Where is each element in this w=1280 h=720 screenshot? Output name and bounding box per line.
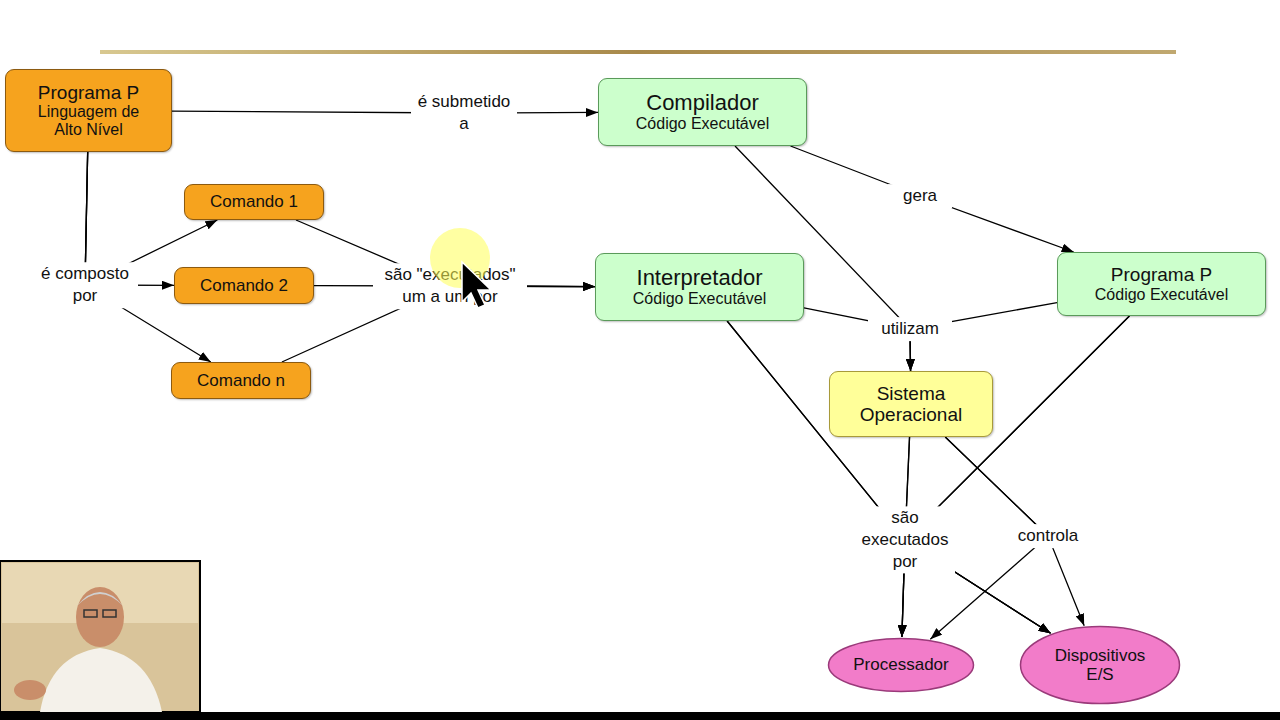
node-title: Comando 2 bbox=[200, 276, 288, 295]
linking-phrase: é submetido a bbox=[411, 90, 517, 136]
io-devices-ellipse: Dispositivos E/S bbox=[1019, 625, 1181, 705]
connector-arrow bbox=[902, 316, 1130, 637]
node-title: Interpretador bbox=[637, 266, 763, 291]
linking-phrase: controla bbox=[1006, 524, 1090, 548]
node-subtitle: Código Executável bbox=[1095, 286, 1228, 304]
node-title: Comando 1 bbox=[210, 192, 298, 211]
ellipse-shape bbox=[829, 639, 974, 692]
connector-arrow bbox=[905, 316, 1129, 633]
node-title: Programa P bbox=[38, 82, 139, 103]
linking-phrase: utilizam bbox=[868, 317, 952, 341]
linking-phrase: é composto por bbox=[32, 262, 138, 308]
node-title: Programa P bbox=[1111, 264, 1212, 285]
executable-program-box: Programa PCódigo Executável bbox=[1057, 252, 1266, 316]
node-subtitle: Código Executável bbox=[636, 115, 769, 133]
operating-system-box: Sistema Operacional bbox=[829, 371, 993, 437]
connector-arrow bbox=[172, 111, 598, 113]
source-program-box: Programa PLinguagem de Alto Nível bbox=[5, 69, 172, 152]
connector-arrow bbox=[727, 321, 1050, 633]
node-title: Dispositivos E/S bbox=[1045, 646, 1155, 684]
node-title: Sistema Operacional bbox=[844, 383, 979, 426]
node-subtitle: Linguagem de Alto Nível bbox=[24, 103, 154, 139]
node-title: Comando n bbox=[197, 371, 285, 390]
node-title: Compilador bbox=[646, 91, 759, 116]
presenter-video bbox=[0, 561, 200, 712]
linking-phrase: são "executados" um a um por bbox=[373, 263, 527, 309]
bottom-bar bbox=[0, 712, 1280, 720]
node-title: Processador bbox=[853, 655, 948, 674]
node-subtitle: Código Executável bbox=[633, 290, 766, 308]
processor-ellipse: Processador bbox=[827, 637, 975, 693]
compiler-box: CompiladorCódigo Executável bbox=[598, 78, 807, 146]
ellipse-shape bbox=[1021, 627, 1180, 704]
linking-phrase: gera bbox=[888, 184, 952, 208]
command-box: Comando 2 bbox=[174, 267, 314, 304]
connector-arrow bbox=[791, 146, 1074, 252]
interpreter-box: InterpretadorCódigo Executável bbox=[595, 253, 804, 321]
linking-phrase: são executados por bbox=[855, 506, 955, 573]
command-box: Comando 1 bbox=[184, 184, 324, 220]
title-rule bbox=[100, 50, 1176, 54]
connector-arrow bbox=[727, 321, 905, 637]
command-box: Comando n bbox=[171, 362, 311, 399]
